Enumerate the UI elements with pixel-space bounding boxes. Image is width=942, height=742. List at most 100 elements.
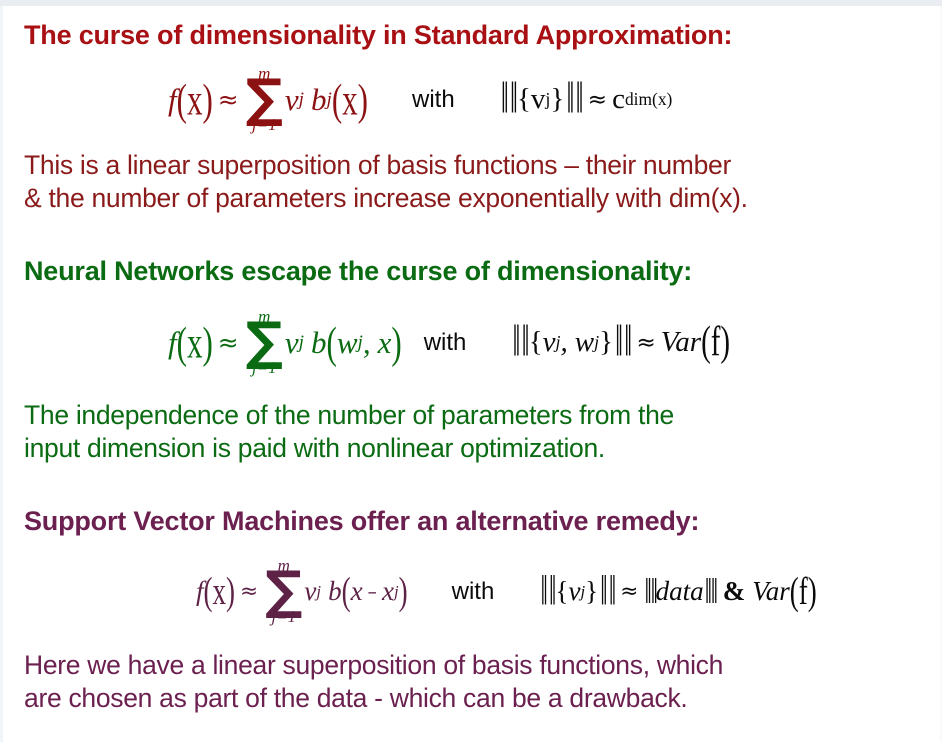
formula-3-cond-v-sub: j: [580, 581, 586, 601]
formula-3-sum-lower: j=1: [271, 606, 297, 626]
paragraph-neural-networks: The independence of the number of parame…: [24, 399, 674, 465]
formula-2-approx: ≈: [217, 328, 239, 358]
formula-3-b-x: x: [350, 576, 363, 607]
formula-1-b: b: [311, 81, 327, 117]
formula-3-cond-approx: ≈: [620, 579, 639, 605]
formula-1-norm-open: ‖: [500, 74, 509, 124]
formula-3-f-arg: (x): [203, 569, 235, 613]
paragraph-3-line-1: Here we have a linear superposition of b…: [24, 650, 724, 680]
formula-2-summation: m ∑ j=1: [246, 308, 283, 376]
formula-1-v: v: [284, 81, 299, 117]
formula-3-data-open: ‖: [644, 570, 652, 612]
formula-3-amp: &: [722, 576, 746, 607]
heading-standard-approximation: The curse of dimensionality in Standard …: [24, 20, 733, 50]
formula-1-cond-exponent: dim(x): [624, 89, 673, 110]
formula-2-b-comma: ,: [362, 324, 371, 360]
formula-3-norm-close: ‖: [600, 567, 607, 615]
formula-2-norm-close: ‖: [615, 317, 623, 367]
formula-2-norm-close2: ‖: [624, 317, 632, 367]
formula-3-v: v: [304, 576, 317, 607]
formula-2-f-arg: (x): [176, 316, 213, 368]
formula-2-b-x: x: [377, 324, 392, 360]
sigma-icon: ∑: [245, 69, 283, 129]
paragraph-2-line-2: input dimension is paid with nonlinear o…: [24, 433, 605, 463]
formula-1-b-sub: j: [326, 88, 332, 110]
formula-1-summation: m ∑ j=1: [246, 65, 283, 133]
formula-1-cond-base: c: [612, 83, 625, 116]
formula-3-summation: m ∑ j=1: [265, 557, 302, 625]
formula-3-data: data: [655, 576, 704, 607]
formula-3-with-label: with: [451, 577, 495, 605]
formula-3-b-xj: x: [382, 576, 394, 607]
formula-3-cond-rhs: Var: [752, 576, 790, 607]
formula-3-b-xj-sub: j: [393, 581, 399, 601]
formula-2-cond-v-sub: j: [555, 332, 561, 353]
formula-2-b-w-sub: j: [357, 331, 363, 353]
formula-2-b-close: ): [391, 316, 402, 368]
formula-3-norm-close2: ‖: [608, 567, 616, 615]
formula-3-v-sub: j: [316, 581, 322, 601]
paragraph-2-line-1: The independence of the number of parame…: [24, 400, 674, 430]
formula-1-cond-set-close: }: [550, 83, 565, 116]
formula-3-b-close: ): [398, 569, 408, 613]
paragraph-1-line-1: This is a linear superposition of basis …: [24, 150, 731, 180]
formula-1-norm-close2: ‖: [575, 74, 584, 124]
formula-3-b-minus: –: [367, 580, 377, 603]
formula-1-cond-set-sub: j: [545, 89, 551, 110]
formula-2-norm-open2: ‖: [521, 317, 530, 367]
formula-1-sum-upper: m: [258, 64, 271, 83]
formula-3-b: b: [328, 576, 342, 607]
slide-right-edge: [940, 6, 942, 742]
formula-2-v: v: [284, 324, 299, 360]
formula-1-with-label: with: [412, 85, 455, 113]
formula-1-f-arg: (x): [176, 73, 213, 125]
formula-2-b: b: [311, 324, 327, 360]
formula-3-cond-v: v: [568, 576, 581, 607]
formula-3-data-close2: ‖: [710, 570, 719, 612]
formula-2-b-open: (: [326, 316, 337, 368]
formula-3-brace-close: }: [585, 576, 599, 607]
formula-1-sum-lower: j=1: [251, 114, 277, 134]
paragraph-3-line-2: are chosen as part of the data - which c…: [24, 683, 688, 713]
formula-2-brace-close: }: [599, 326, 614, 359]
formula-2-cond-w-sub: j: [594, 332, 600, 353]
formula-2-b-w: w: [336, 324, 358, 360]
formula-2-norm-open: ‖: [512, 317, 520, 367]
paragraph-standard-approximation: This is a linear superposition of basis …: [24, 149, 748, 215]
paragraph-support-vector-machines: Here we have a linear superposition of b…: [24, 649, 723, 715]
sigma-icon: ∑: [265, 561, 303, 621]
formula-3-approx: ≈: [240, 579, 259, 605]
formula-1-cond-approx: ≈: [587, 86, 608, 114]
formula-3-data-open2: ‖: [650, 570, 658, 612]
formula-1-norm-close: ‖: [566, 74, 574, 124]
formula-3-brace-open: {: [555, 576, 569, 607]
formula-3-norm-open2: ‖: [548, 567, 556, 615]
heading-neural-networks: Neural Networks escape the curse of dime…: [24, 256, 693, 286]
formula-3-b-open: (: [341, 569, 351, 613]
sigma-icon: ∑: [245, 312, 283, 372]
formula-3-cond-rhs-arg: (f): [789, 569, 817, 613]
formula-1-norm-open2: ‖: [509, 74, 518, 124]
formula-2-sum-lower: j=1: [251, 357, 277, 377]
formula-1-cond-set: {v: [517, 83, 546, 116]
formula-2-cond-approx: ≈: [636, 329, 656, 357]
formula-1-v-sub: j: [298, 88, 304, 110]
heading-support-vector-machines: Support Vector Machines offer an alterna…: [24, 506, 700, 536]
formula-3-f: f: [196, 576, 204, 607]
formula-2-sum-upper: m: [258, 307, 271, 326]
formula-2-with-label: with: [423, 328, 467, 356]
formula-2-v-sub: j: [298, 331, 304, 353]
paragraph-1-line-2: & the number of parameters increase expo…: [24, 183, 748, 213]
formula-2-cond-v: v: [542, 326, 556, 359]
formula-3-norm-open: ‖: [540, 567, 547, 615]
formula-1-f: f: [168, 81, 177, 117]
